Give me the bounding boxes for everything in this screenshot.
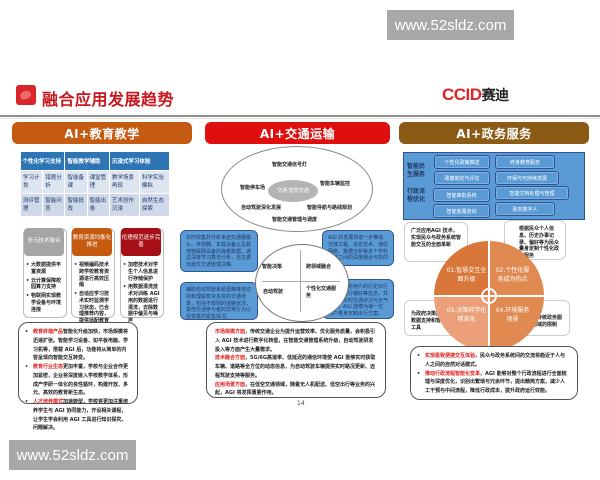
education-header: AI+教育教学 — [12, 122, 192, 144]
tag-ethics: 伦理规范逐步完善 — [121, 228, 161, 256]
page-number: 14 — [297, 400, 305, 407]
ellipse-item: 智能停车场 — [240, 185, 266, 191]
government-notes: 实现极致便捷交互体验，民众与政务系统间的交流将趋近于人与人之间的自然对话模式。 … — [410, 346, 578, 400]
table-header: 沉浸式学习体验 — [109, 152, 171, 171]
brand-latin: CCID — [442, 85, 482, 104]
header-divider-light — [0, 118, 600, 119]
table-cell: 智能出卷 — [86, 193, 110, 217]
page-title: 融合应用发展趋势 — [42, 90, 175, 109]
list-item: 加密技术对学生个人信息进行存储保护 — [123, 262, 161, 282]
education-table: 个性化学习支持 智能教学辅助 沉浸式学习体验 学习计划 错题分析 智能备课 课堂… — [19, 152, 171, 217]
note-item: 人才培养模式加速转型，学校将更加注重培养学生与 AGI 协同能力，开设相关课程，… — [25, 398, 129, 433]
tag-tech-fusion: 多元技术融合 — [24, 228, 64, 256]
gov-service-button[interactable]: 政务数字人 — [495, 202, 555, 216]
tag-list-tech: 大数据提供丰富资源 云计算保障校园算力支持 物联网实现教学设备与环境连接 — [26, 262, 64, 315]
ellipse-item: 智能导航与路线规划 — [307, 205, 353, 211]
table-cell: 智能问答 — [42, 193, 66, 217]
pie-segment: 01.智慧交互全面升级 — [434, 241, 489, 296]
list-item: 物联网实现教学设备与环境连接 — [26, 293, 64, 313]
quad-divider-h — [262, 281, 340, 282]
table-header: 智能教学辅助 — [64, 152, 110, 171]
gov-service-button[interactable]: 环保与可持续发展 — [495, 171, 559, 185]
note-item: 实现极致便捷交互体验，民众与政务系统间的交流将趋近于人与人之间的自然对话模式。 — [417, 352, 569, 370]
list-item: 用数据清洗技术对训练 AGI 用的数据进行清洗，去除数据中偏见与噪声 — [123, 284, 161, 325]
transport-box-decision: 实时收集并分析来自交通摄像头、传感器、车载设备以及其他物联网设备的海量数据，通过… — [180, 230, 258, 272]
pie-segment: 03.决策科学化精准化 — [434, 296, 489, 351]
ellipse-item: 自动驾驶深化发展 — [241, 205, 282, 211]
transport-header: AI+交通运输 — [205, 122, 390, 144]
education-notes: 教育终端产品智能化升级加快，市场规模将迅速扩张。智能学习设备、如平板电脑、学习机… — [18, 322, 138, 431]
table-cell: 科学实验模拟 — [138, 170, 171, 194]
transport-box-fusion: AGI 的发展将进一步推动交通工程、信息技术、通信网络、数据分析等多个学科领域之… — [322, 230, 394, 268]
quad-item: 智能决策 — [262, 264, 283, 270]
note-item: 技术融合方面，5G/6G高速率、低延迟的通信环境使 AGI 能够实时获取车辆、道… — [215, 355, 376, 379]
table-row: 学习计划 错题分析 智能备课 课堂管理 教学场景再现 科学实验模拟 — [19, 170, 171, 194]
transport-box-autodrive: 辅助自动驾驶系统更精准地识别和理解复杂多变的交通场景，包括不规则的道路状况，其他… — [180, 282, 258, 320]
logo-icon — [16, 85, 36, 105]
table-header: 个性化学习支持 — [20, 152, 66, 171]
table-cell: 智能备课 — [64, 170, 88, 194]
gov-service-button[interactable]: 政策制定与评估 — [434, 171, 490, 185]
header-divider — [0, 115, 600, 117]
table-cell: 课堂管理 — [86, 170, 110, 194]
tag-resource-balance: 教育资源均衡化推进 — [72, 228, 112, 256]
quad-item: 个性化交通服务 — [306, 286, 337, 299]
government-header: AI+政务服务 — [399, 122, 589, 144]
panel-label: 行政流程优化 — [407, 188, 426, 203]
table-row: 测评管理 智能问答 智能批改 智能出卷 艺术创作沉浸 自然生态探索 — [19, 193, 171, 217]
table-cell: 学习计划 — [19, 170, 44, 194]
table-cell: 错题分析 — [42, 170, 66, 194]
tag-list-ethics: 加密技术对学生个人信息进行存储保护 用数据清洗技术对训练 AGI 用的数据进行清… — [123, 262, 161, 327]
ellipse-center: 交通-智慧交通 — [268, 180, 318, 202]
gov-service-button[interactable]: 智能文档处理与管理 — [495, 186, 569, 200]
table-cell: 自然生态探索 — [138, 193, 171, 217]
watermark-top: www.52sldz.com — [387, 10, 514, 40]
ellipse-item: 智能交通管理与调度 — [272, 217, 318, 223]
note-item: 教育终端产品智能化升级加快，市场规模将迅速扩张。智能学习设备、如平板电脑、学习机… — [25, 328, 129, 363]
table-cell: 智能批改 — [64, 193, 88, 217]
table-cell: 测评管理 — [19, 193, 44, 217]
government-pie: 01.智慧交互全面升级 02.个性化服务成为热点 03.决策科学化精准化 04.… — [434, 241, 544, 351]
note-item: 市场规模方面，传统交通企业为提升运营效率、优化服务质量，会积极引入 AGI 技术… — [215, 329, 376, 353]
brand-logo: CCID赛迪 — [442, 85, 509, 105]
quad-item: 跨领域融合 — [306, 264, 332, 270]
pie-segment: 04.环境服务场景 — [489, 296, 544, 351]
list-item: 大数据提供丰富资源 — [26, 262, 64, 276]
table-cell: 艺术创作沉浸 — [108, 193, 140, 217]
table-cell: 教学场景再现 — [108, 170, 140, 194]
cycle-icon — [481, 288, 497, 304]
gov-service-button[interactable]: 智能审批系统 — [433, 188, 490, 202]
pie-segment: 02.个性化服务成为热点 — [489, 241, 544, 296]
panel-label: 智能民生服务 — [407, 163, 426, 178]
ellipse-item: 智能交通信号灯 — [272, 162, 308, 168]
ellipse-item: 智能车辆监控 — [320, 181, 351, 187]
transport-quad-circle — [255, 244, 349, 322]
list-item: 视频编码技术跨学校教育资源进行高效压缩 — [74, 262, 112, 289]
gov-service-button[interactable]: 终身教育服务 — [495, 155, 555, 169]
note-item: 应用场景方面，在低空交通领域，随着无人机配送、低空出行等业务的兴起，AGI 将发… — [215, 381, 376, 397]
note-item: 推动行政流程智能化变革，AGI 能够对整个行政流程进行全面梳理与深度优化，识别出… — [417, 370, 569, 396]
quad-item: 自动驾驶 — [263, 289, 284, 295]
list-item: 云计算保障校园算力支持 — [26, 278, 64, 292]
watermark-bottom: www.52sldz.com — [9, 440, 136, 470]
gov-service-button[interactable]: 个性化政策推送 — [434, 155, 490, 169]
transport-notes: 市场规模方面，传统交通企业为提升运营效率、优化服务质量，会积极引入 AGI 技术… — [206, 322, 386, 398]
brand-cn: 赛迪 — [481, 87, 510, 103]
note-item: 教育行业生态更加丰富，学校与企业合作更加紧密，企业将深度嵌入学校教学体系，形成产… — [25, 363, 129, 398]
gov-service-button[interactable]: 智能客服咨询 — [433, 204, 490, 218]
